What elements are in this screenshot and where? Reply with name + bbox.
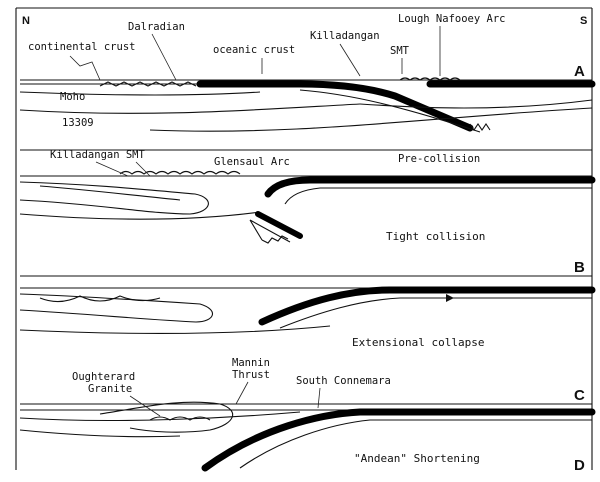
label-continental-crust: continental crust [28,41,135,53]
label-glensaul-arc: Glensaul Arc [214,156,290,168]
panel-d-granite-body [100,402,233,432]
label-pre-collision: Pre-collision [398,153,480,165]
label-mannin: Mannin [232,357,270,369]
label-south-connemara: South Connemara [296,375,391,387]
label-killadangan: Killadangan [310,30,380,42]
label-granite: Granite [88,383,132,395]
panel-a-oceanic-slab [200,84,470,128]
label-moho: Moho [60,91,85,103]
panel-a-letter: A [574,63,585,80]
panel-b-arc-volcanics [120,172,240,175]
label-extensional-collapse: Extensional collapse [352,336,484,349]
extension-arrow-icon [400,294,454,302]
north-label: N [22,15,30,27]
panel-d: Oughterard Granite Mannin Thrust South C… [20,357,592,474]
label-oughterard: Oughterard [72,371,135,383]
panel-b-letter: B [574,259,585,276]
label-dalradian: Dalradian [128,21,185,33]
panel-a-moho-line [20,92,260,95]
label-killadangan-smt: Killadangan SMT [50,149,146,161]
panel-a-continental-crust [20,82,200,86]
panel-a-arc-volcanics [400,78,460,80]
panel-b-detached-slab [250,214,300,243]
panel-a: continental crust Dalradian oceanic crus… [20,13,592,132]
label-lough-nafooey-arc: Lough Nafooey Arc [398,13,505,25]
panel-b-oceanic-slab [268,180,592,194]
south-label: S [580,15,587,27]
label-figure-id: 13309 [62,117,94,129]
label-smt: SMT [390,45,410,57]
figure-frame [16,8,592,470]
label-oceanic-crust: oceanic crust [213,44,295,56]
label-andean-shortening: "Andean" Shortening [354,452,480,465]
panel-b: Killadangan SMT Glensaul Arc Pre-collisi… [20,149,592,276]
panel-c-letter: C [574,387,585,404]
label-thrust: Thrust [232,369,270,381]
panel-d-letter: D [574,457,585,474]
panel-c-slab [262,290,592,322]
label-tight-collision: Tight collision [386,230,485,243]
